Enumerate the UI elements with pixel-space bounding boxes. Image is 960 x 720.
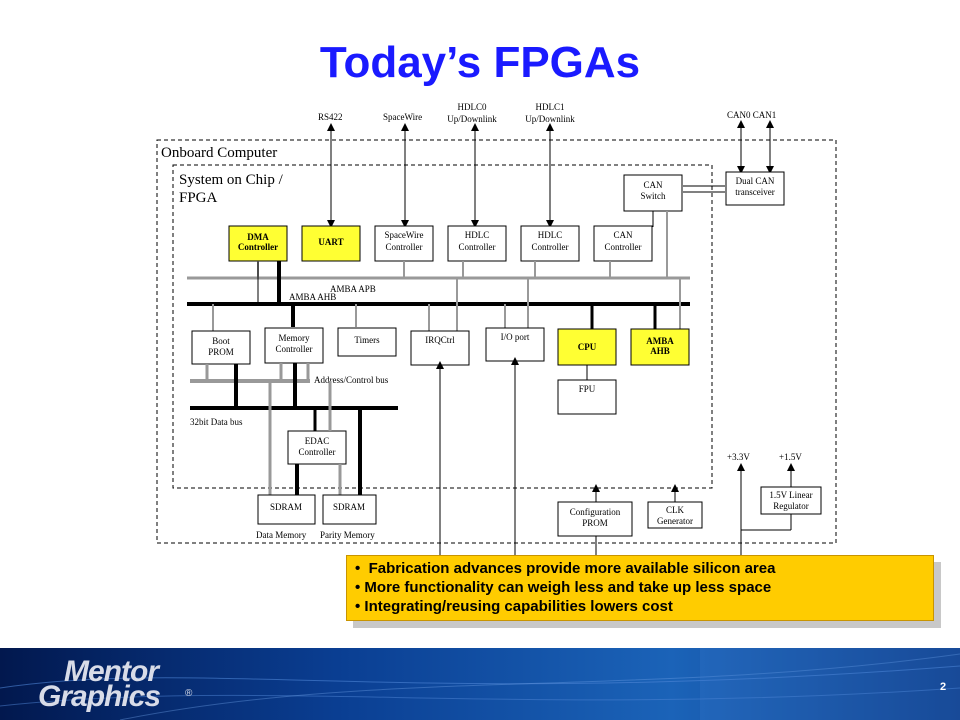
v33-label: +3.3V [727, 452, 750, 462]
dma-controller-line2: Controller [238, 242, 278, 252]
hdlc-controller-1-line1: HDLC [538, 230, 563, 240]
mentor-logo-line1: Mentor [64, 655, 159, 688]
can-controller-block [593, 225, 653, 262]
hdlc-controller-1-line2: Controller [532, 242, 569, 252]
edac-line2: Controller [299, 447, 336, 457]
data-memory-label: Data Memory [256, 530, 307, 540]
callout-bullet-3: • Integrating/reusing capabilities lower… [355, 598, 673, 615]
soc-fpga-boundary [172, 164, 713, 489]
hdlc-controller-0-line1: HDLC [465, 230, 490, 240]
uart-block [301, 225, 361, 262]
hdlc0-label-line2: Up/Downlink [447, 114, 497, 124]
slide-title: Today’s FPGAs [319, 38, 641, 87]
fpu-block [557, 379, 617, 415]
can-switch-line1: CAN [643, 180, 663, 190]
clk-generator-line2: Generator [657, 516, 693, 526]
callout-box: • Fabrication advances provide more avai… [346, 555, 934, 621]
configuration-prom-block [557, 501, 633, 537]
soc-label-line1: System on Chip / [179, 172, 284, 188]
boot-prom-line1: Boot [212, 336, 230, 346]
sdram-data-block [257, 494, 316, 525]
memory-controller-line1: Memory [279, 333, 310, 343]
boot-prom-block [191, 330, 251, 365]
configuration-prom-line2: PROM [582, 518, 608, 528]
clk-generator-block [647, 501, 703, 529]
io-port-block [485, 327, 545, 362]
memory-controller-line2: Controller [276, 344, 313, 354]
cpu-label: CPU [578, 342, 597, 352]
onboard-computer-boundary [156, 139, 837, 544]
timers-block [337, 327, 397, 357]
timers-label: Timers [354, 335, 380, 345]
amba-ahb-block-line1: AMBA [646, 336, 674, 346]
edac-line1: EDAC [305, 436, 330, 446]
regulator-line1: 1.5V Linear [769, 490, 812, 500]
hdlc-controller-block-0 [447, 225, 507, 262]
hdlc1-label-line1: HDLC1 [536, 102, 565, 112]
regulator-line2: Regulator [773, 501, 809, 511]
address-control-label: Address/Control bus [314, 375, 389, 385]
amba-ahb-block-line2: AHB [650, 346, 670, 356]
dma-controller-block [228, 225, 288, 262]
sdram-parity-block [322, 494, 377, 525]
uart-label: UART [318, 237, 343, 247]
parity-memory-label: Parity Memory [320, 530, 375, 540]
dual-can-line1: Dual CAN [736, 176, 775, 186]
irqctrl-label: IRQCtrl [425, 335, 455, 345]
configuration-prom-line1: Configuration [570, 507, 621, 517]
cpu-block [557, 328, 617, 366]
sdram-data-label: SDRAM [270, 502, 302, 512]
amba-apb-label: AMBA APB [330, 284, 376, 294]
mentor-logo-line2: Graphics [38, 680, 161, 713]
fpu-label: FPU [579, 384, 596, 394]
dual-can-line2: transceiver [735, 187, 774, 197]
callout-bullet-1: • Fabrication advances provide more avai… [355, 560, 776, 577]
hdlc-controller-0-line2: Controller [459, 242, 496, 252]
amba-ahb-block [630, 328, 690, 366]
spacewire-controller-block [374, 225, 434, 262]
dual-can-transceiver-block [725, 171, 785, 206]
hdlc-controller-block-1 [520, 225, 580, 262]
spacewire-controller-line1: SpaceWire [384, 230, 423, 240]
can-switch-block [623, 174, 683, 212]
boot-prom-line2: PROM [208, 347, 234, 357]
registered-mark: ® [185, 688, 193, 699]
linear-regulator-block [760, 486, 822, 515]
page-number: 2 [940, 681, 947, 693]
spacewire-label: SpaceWire [383, 112, 422, 122]
clk-generator-line1: CLK [666, 505, 685, 515]
io-port-label: I/O port [501, 332, 530, 342]
can-switch-line2: Switch [640, 191, 666, 201]
can-label: CAN0 CAN1 [727, 110, 776, 120]
edac-controller-block [287, 430, 347, 465]
rs422-label: RS422 [318, 112, 343, 122]
can-controller-line1: CAN [613, 230, 633, 240]
footer-decoration [0, 648, 960, 720]
onboard-computer-label: Onboard Computer [161, 145, 277, 161]
hdlc1-label-line2: Up/Downlink [525, 114, 575, 124]
soc-label-line2: FPGA [179, 190, 218, 206]
amba-ahb-label: AMBA AHB [289, 292, 336, 302]
hdlc0-label-line1: HDLC0 [458, 102, 487, 112]
footer-banner [0, 648, 960, 720]
callout-bullet-2: • More functionality can weigh less and … [355, 579, 772, 596]
dma-controller-line1: DMA [247, 232, 269, 242]
memory-controller-block [264, 327, 324, 364]
v15-label: +1.5V [779, 452, 802, 462]
spacewire-controller-line2: Controller [386, 242, 423, 252]
can-controller-line2: Controller [605, 242, 642, 252]
data-bus-label: 32bit Data bus [190, 417, 243, 427]
sdram-parity-label: SDRAM [333, 502, 365, 512]
